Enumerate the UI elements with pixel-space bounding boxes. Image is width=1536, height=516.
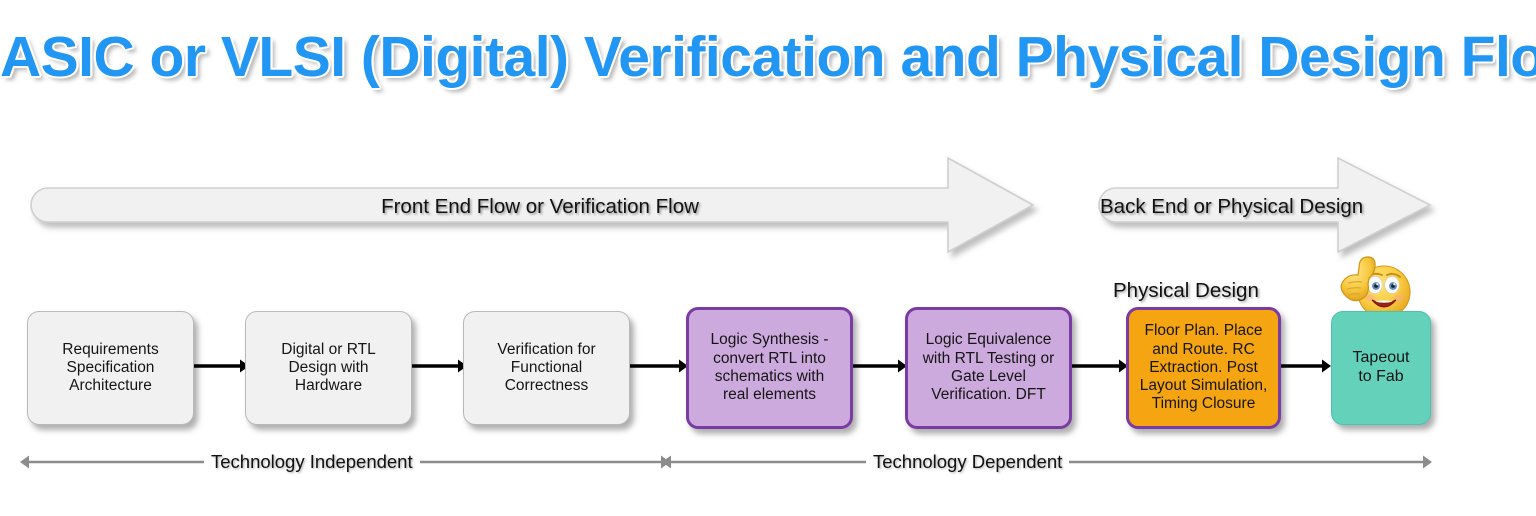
connector-arrow-3 xyxy=(630,359,688,373)
back-end-flow-banner-arrow xyxy=(1098,156,1432,254)
technology-dependent-label: Technology Dependent xyxy=(866,451,1070,473)
connector-arrow-2 xyxy=(412,359,467,373)
connector-arrow-1 xyxy=(194,359,249,373)
front-end-flow-banner-label: Front End Flow or Verification Flow xyxy=(381,195,699,218)
back-end-flow-banner-label: Back End or Physical Design xyxy=(1100,195,1364,218)
connector-arrow-4 xyxy=(853,359,907,373)
connector-arrow-6 xyxy=(1281,359,1331,373)
front-end-flow-banner-arrow xyxy=(30,156,1035,254)
page-title: ASIC or VLSI (Digital) Verification and … xyxy=(0,25,1536,89)
thumbs-up-smiley-icon xyxy=(1340,256,1411,319)
physical-design-caption: Physical Design xyxy=(1113,279,1259,302)
technology-independent-label: Technology Independent xyxy=(204,451,420,473)
connector-arrow-5 xyxy=(1072,359,1128,373)
